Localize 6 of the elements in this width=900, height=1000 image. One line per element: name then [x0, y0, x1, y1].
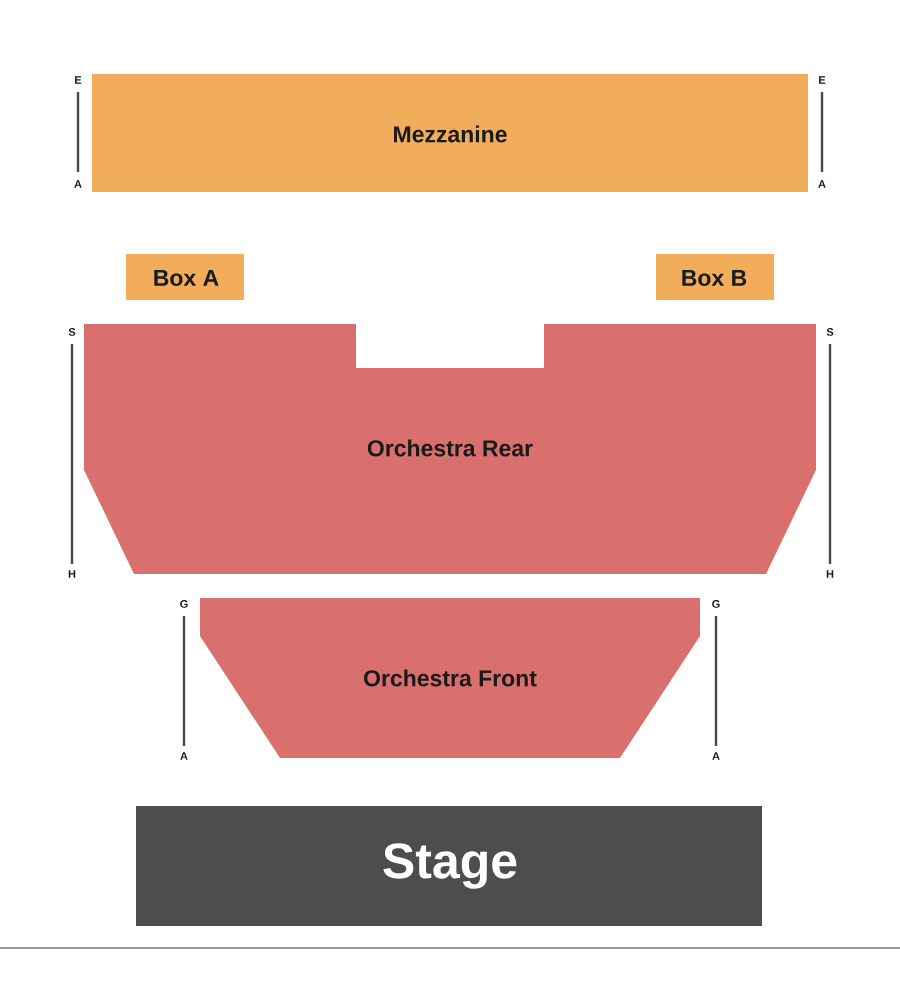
box-section: Box A — [126, 254, 244, 300]
box-section: Box B — [656, 254, 774, 300]
section-block: Orchestra Rear — [84, 324, 816, 574]
stage-block: Stage — [136, 806, 762, 926]
section-block: Orchestra Front — [200, 598, 700, 758]
section-block: Mezzanine — [92, 74, 808, 192]
